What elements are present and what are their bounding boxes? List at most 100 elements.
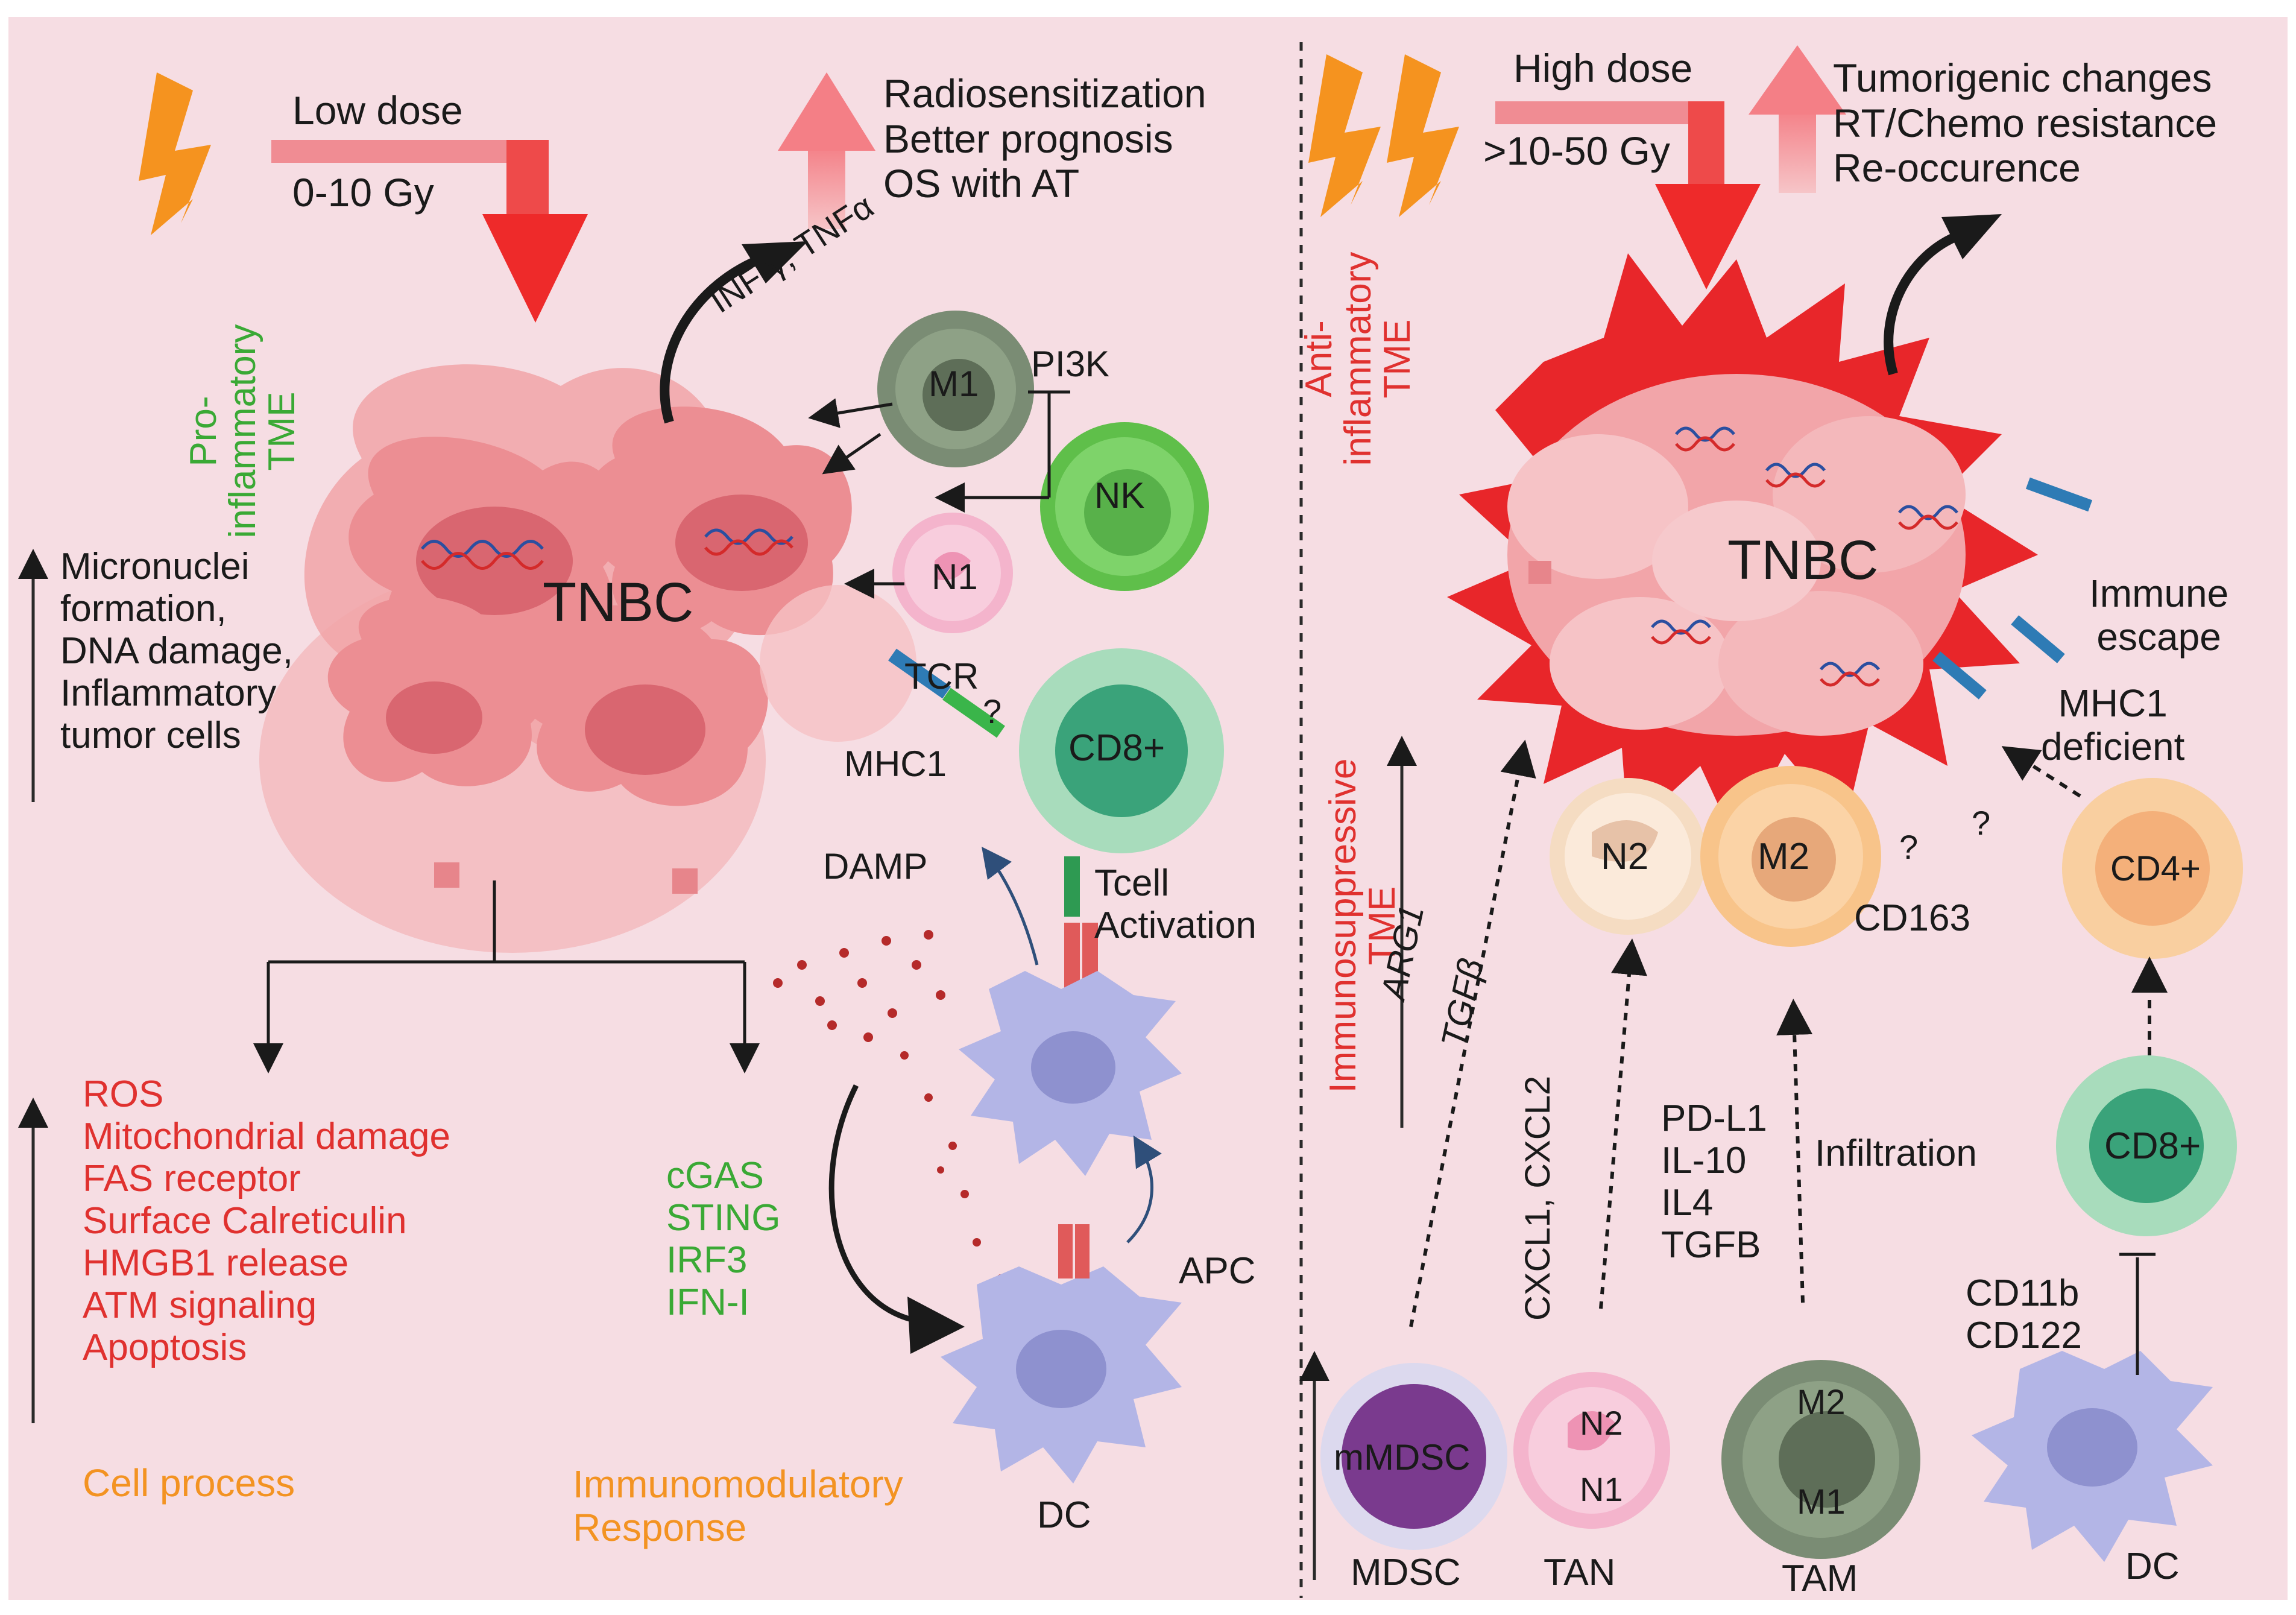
mhc1-deficient-line: deficient — [2041, 725, 2185, 769]
outcome-up-arrow-right — [1749, 45, 1846, 193]
tan-bottom-label: TAN — [1544, 1552, 1616, 1593]
right-outcome: Re-occurence — [1833, 145, 2081, 191]
output-curved-arrow-left — [660, 254, 762, 424]
m2-label: M2 — [1758, 836, 1810, 877]
cd4-label: CD4+ — [2110, 849, 2201, 888]
cell-effect: Inflammatory — [60, 672, 277, 715]
tam-cell — [1721, 1360, 1920, 1559]
nk-label: NK — [1094, 475, 1145, 516]
tcr-label: TCR — [904, 656, 979, 697]
pi3k-inhibition — [935, 390, 1070, 513]
tcr-question-mark: ? — [983, 692, 1002, 730]
immuno-pathway-item: cGAS — [666, 1155, 764, 1196]
right-outcomes-list: Tumorigenic changes RT/Chemo resistance … — [1833, 55, 2217, 191]
dc-cell-left — [941, 1266, 1182, 1484]
dc-marker-list: CD11b CD122 — [1966, 1272, 2082, 1357]
cell-process-item: ATM signaling — [83, 1285, 317, 1327]
tam-cytokine: IL-10 — [1661, 1140, 1747, 1182]
right-outcome: Tumorigenic changes — [1833, 55, 2212, 100]
immunomodulatory-title-line: Response — [573, 1506, 747, 1550]
mhc-receptors-right — [1932, 477, 2093, 700]
tnbc-label-right: TNBC — [1727, 529, 1879, 591]
outcome-up-arrow — [778, 72, 875, 229]
cell-process-item: Mitochondrial damage — [83, 1116, 451, 1158]
branch-tree — [253, 880, 760, 1073]
tnbc-label-left: TNBC — [543, 572, 694, 633]
immuno-pathway-list: cGAS STING IRF3 IFN-I — [666, 1155, 780, 1324]
tnbc-tumor-burst-right — [1447, 253, 2038, 844]
cytokine-arrow — [808, 398, 893, 428]
tam-cytokine: TGFB — [1661, 1224, 1761, 1266]
mdsc-cell — [1320, 1363, 1507, 1550]
m2-cell — [1700, 766, 1881, 947]
lightning-icon — [139, 72, 211, 235]
lightning-icon-right-2 — [1387, 54, 1459, 217]
tan-dashed-arrow — [1599, 938, 1647, 1309]
pro-inflammatory-line: inflammatory — [222, 324, 264, 539]
output-curved-arrowhead-right — [1941, 214, 2002, 259]
cell-process-item: HMGB1 release — [83, 1242, 349, 1285]
tam-m1-label: M1 — [1797, 1482, 1846, 1522]
tcell-activation-line: Activation — [1094, 905, 1257, 947]
immuno-pathway-item: IRF3 — [666, 1239, 748, 1282]
mhc1-deficient-label: MHC1 deficient — [2041, 681, 2184, 769]
immune-escape-label: Immune escape — [2089, 572, 2228, 659]
low-dose-range: 0-10 Gy — [292, 170, 434, 215]
left-outcome: Better prognosis — [883, 116, 1173, 161]
tcell-activation-label: Tcell Activation — [1094, 862, 1257, 947]
immunomodulatory-title-line: Immunomodulatory — [573, 1462, 903, 1506]
mdsc-bottom-label: MDSC — [1351, 1552, 1461, 1593]
cell-process-list: ROS Mitochondrial damage FAS receptor Su… — [83, 1073, 450, 1369]
mdsc-dashed-arrow — [1409, 739, 1536, 1327]
anti-inflammatory-line: Anti- — [1298, 320, 1340, 397]
cell-effect: DNA damage, — [60, 630, 293, 672]
cd4-question-mark: ? — [1972, 804, 1991, 842]
pro-inflammatory-label: Pro- inflammatory TME — [183, 305, 323, 558]
tam-dashed-arrow — [1776, 999, 1813, 1303]
m1-label: M1 — [929, 364, 979, 404]
low-dose-arrow — [271, 140, 588, 323]
n2-cell — [1550, 778, 1706, 935]
pi3k-label: PI3K — [1031, 344, 1110, 384]
anti-inflammatory-line: TME — [1377, 319, 1419, 399]
cell-effect: tumor cells — [60, 715, 241, 757]
cell-process-item: Apoptosis — [83, 1327, 247, 1369]
tcell-dc-receptor — [1064, 856, 1098, 989]
pro-inflammatory-line: Pro- — [183, 396, 224, 467]
tnbc-tumor-cluster-left — [259, 364, 916, 953]
output-curved-arrowhead-left — [742, 241, 808, 283]
immune-escape-line: escape — [2096, 615, 2221, 659]
cell-effect: Micronuclei — [60, 546, 250, 587]
cd8-label-left: CD8+ — [1068, 727, 1165, 769]
dc-cell-right — [1972, 1351, 2213, 1562]
left-outcome: OS with AT — [883, 161, 1080, 206]
damp-label: DAMP — [823, 846, 928, 887]
nk-cell — [1040, 422, 1209, 591]
tcr-mhc-receptor — [888, 648, 1005, 738]
dc-to-apc-arrow — [1126, 1135, 1162, 1244]
tan-n2-label: N2 — [1580, 1404, 1623, 1442]
apc-cell — [959, 971, 1182, 1176]
m1-to-tumor-arrow — [822, 432, 882, 475]
tam-cytokine: PD-L1 — [1661, 1098, 1767, 1139]
lightning-icon-right-1 — [1308, 54, 1381, 217]
immunosuppressive-line: Immunosuppressive — [1322, 758, 1364, 1093]
tan-cell — [1513, 1372, 1670, 1529]
cell-effects-list: Micronuclei formation, DNA damage, Infla… — [60, 546, 293, 757]
immuno-pathway-item: STING — [666, 1197, 781, 1239]
immune-escape-line: Immune — [2089, 572, 2229, 615]
damp-to-dc-arrow — [828, 1084, 917, 1324]
tam-bottom-label: TAM — [1782, 1558, 1858, 1599]
cd8-label-right: CD8+ — [2104, 1125, 2201, 1167]
mhc1-deficient-line: MHC1 — [2058, 681, 2168, 725]
n1-label: N1 — [932, 557, 978, 597]
high-dose-arrow — [1495, 101, 1761, 289]
cd4-cell — [2062, 778, 2243, 959]
cell-process-item: ROS — [83, 1073, 164, 1115]
high-dose-range: >10-50 Gy — [1483, 128, 1671, 173]
immunomodulatory-title: Immunomodulatory Response — [573, 1462, 903, 1550]
cd163-label: CD163 — [1854, 897, 1970, 939]
anti-inflammatory-label: Anti- inflammatory TME — [1298, 232, 1438, 485]
cell-effect: formation, — [60, 588, 227, 630]
left-outcomes-list: Radiosensitization Better prognosis OS w… — [883, 71, 1206, 206]
